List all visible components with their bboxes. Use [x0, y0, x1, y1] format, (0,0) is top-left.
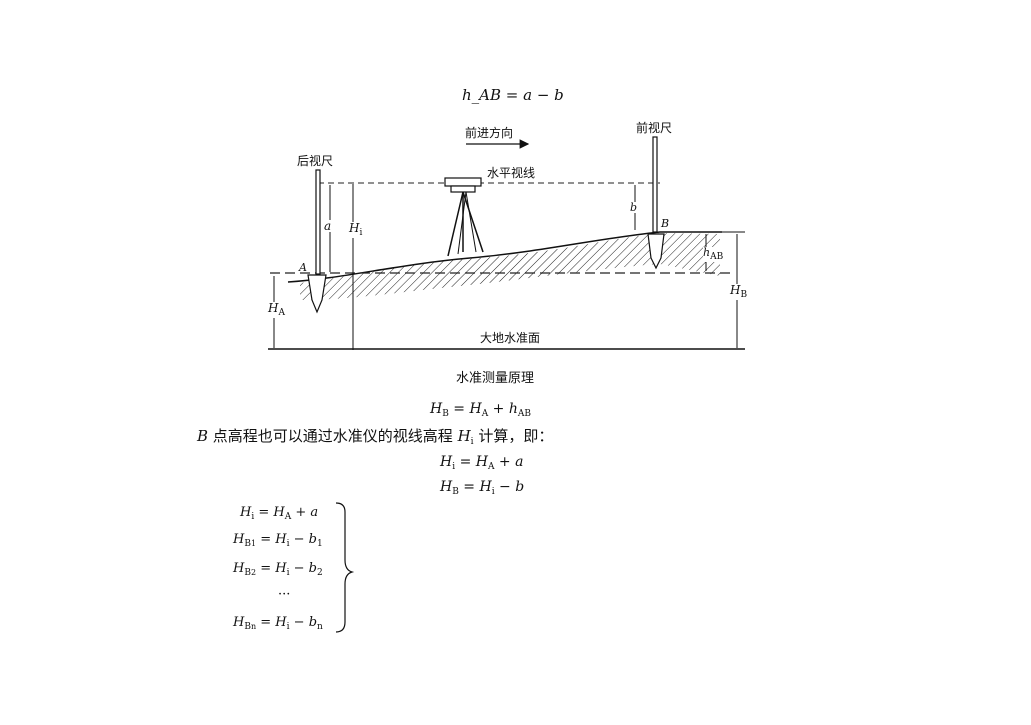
ground-surface	[287, 231, 722, 283]
formula-hi: Hi = HA + a	[440, 454, 524, 472]
height-hi-label: Hi	[349, 221, 363, 238]
system-brace	[335, 502, 355, 633]
direction-label: 前进方向	[465, 126, 514, 140]
stake-a	[307, 274, 327, 314]
system-row: HB1 = Hi − b1	[233, 532, 323, 549]
system-row: Hi = HA + a	[240, 505, 319, 522]
ground-hatch	[300, 233, 720, 300]
level-instrument	[444, 177, 484, 257]
system-ellipsis: ···	[278, 587, 291, 602]
height-hb-label: HB	[730, 283, 748, 300]
point-a-label: A	[299, 261, 307, 274]
explanation-sentence: B 点高程也可以通过水准仪的视线高程 Hi 计算，即：	[197, 427, 554, 447]
top-formula: h_AB = a − b	[462, 86, 564, 104]
front-staff-label: 前视尺	[636, 121, 673, 135]
system-row: HBn = Hi − bn	[233, 615, 323, 632]
diagram-caption: 水准测量原理	[456, 371, 535, 386]
reading-a-label: a	[324, 219, 332, 233]
diff-hab-label: hAB	[703, 246, 724, 262]
point-b-label: B	[661, 217, 670, 230]
back-staff-label: 后视尺	[297, 154, 334, 168]
stake-b	[647, 233, 665, 270]
formula-hb-from-ha: HB = HA + hAB	[430, 401, 531, 419]
back-staff	[315, 169, 321, 275]
system-row: HB2 = Hi − b2	[233, 561, 323, 578]
reading-b-label: b	[630, 201, 638, 214]
line-of-sight-label: 水平视线	[487, 166, 536, 180]
front-staff	[652, 136, 658, 233]
datum-label: 大地水准面	[480, 331, 541, 345]
height-ha-label: HA	[268, 301, 285, 318]
formula-hb-from-hi: HB = Hi − b	[440, 479, 525, 497]
